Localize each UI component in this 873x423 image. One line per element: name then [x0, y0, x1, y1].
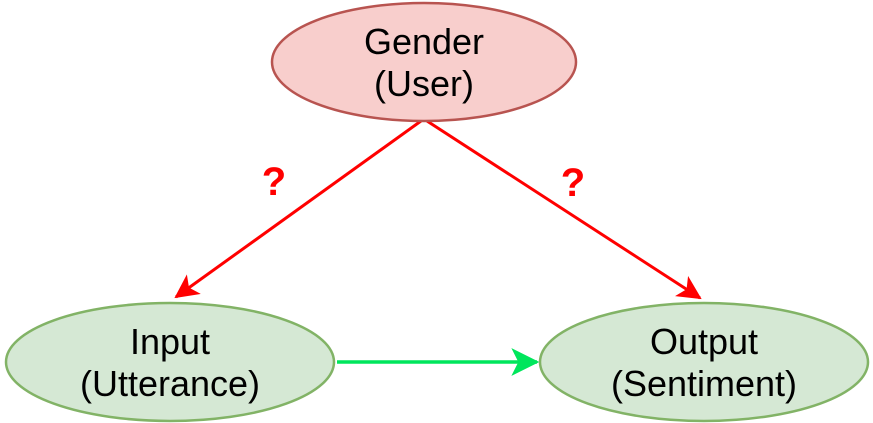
node-output-label-line1: Output [650, 321, 758, 362]
edge-gender-to-input [174, 119, 422, 299]
node-output-sentiment [538, 301, 870, 423]
node-input-label-line1: Input [130, 321, 210, 362]
edge-gender-to-output [426, 119, 702, 300]
node-gender-label-line1: Gender [364, 21, 484, 62]
edge-gender-to-output-question-label: ? [561, 161, 585, 205]
node-output-label-line2: (Sentiment) [611, 363, 797, 404]
node-input-label-line2: (Utterance) [80, 363, 260, 404]
edge-gender-to-input-question-label: ? [262, 160, 286, 204]
node-input-utterance [4, 301, 336, 423]
node-gender-user [270, 1, 578, 123]
node-gender-label-line2: (User) [374, 63, 474, 104]
